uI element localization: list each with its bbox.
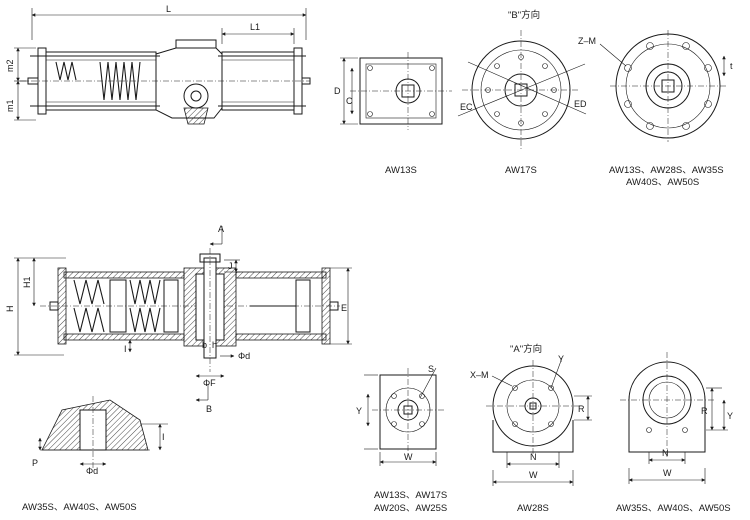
direction-a-label: "A"方向 — [510, 343, 542, 355]
dim-m1-label: m1 — [5, 99, 15, 112]
caption-aw28s: AW28S — [517, 503, 549, 514]
caption-multi-flange-line1: AW13S、AW28S、AW35S — [609, 165, 724, 176]
aw17s-flange-view: "B"方向 EC ED AW17S — [457, 9, 587, 176]
rf-dim-N-label: N — [662, 448, 669, 458]
multi-flange-view: Z–M t AW13S、AW28S、AW35S AW40S、AW50S — [578, 30, 733, 188]
dim-L-label: L — [166, 4, 171, 14]
rf-dim-W-label: W — [663, 468, 672, 478]
aw28s-flange-view: "A"方向 X–M Y R N W AW28S — [470, 343, 592, 514]
dim-H1-label: H1 — [22, 276, 32, 288]
caption-square-flange-line2: AW20S、AW25S — [374, 503, 447, 514]
dim-C-label: C — [346, 96, 353, 106]
sq-dim-Y-label: Y — [356, 406, 362, 416]
dim-EC-label: EC — [460, 102, 473, 112]
dim-I-label: I — [124, 344, 127, 354]
caption-round-flange: AW35S、AW40S、AW50S — [616, 503, 731, 514]
sq-dim-S-label: S — [428, 364, 434, 374]
dim-b-label: b — [202, 340, 207, 350]
direction-b-label: "B"方向 — [508, 9, 540, 21]
dim-phiF-label: ΦF — [203, 378, 216, 388]
aw28-dim-W-label: W — [529, 470, 538, 480]
rf-dim-R-label: R — [701, 406, 708, 416]
caption-square-flange-line1: AW13S、AW17S — [374, 490, 447, 501]
actuator-top-view: L L1 m — [5, 4, 311, 125]
aw28-dim-Y-label: Y — [558, 354, 564, 364]
dim-ZM-label: Z–M — [578, 36, 596, 46]
square-flange-view: S Y W AW13S、AW17S AW20S、AW25S — [356, 364, 447, 514]
caption-multi-flange-line2: AW40S、AW50S — [626, 177, 699, 188]
dim-H-label: H — [5, 306, 15, 313]
caption-aw17s: AW17S — [505, 165, 537, 176]
dim-ED-label: ED — [574, 99, 587, 109]
detail-dim-P-label: P — [32, 458, 38, 468]
dim-J-label: J — [228, 261, 233, 271]
section-B-label: B — [206, 404, 212, 414]
aw13s-flange-view: D C AW13S — [334, 52, 452, 176]
section-A-label: A — [218, 224, 224, 234]
sq-dim-W-label: W — [404, 452, 413, 462]
dim-D-label: D — [334, 86, 341, 96]
dim-phid-label: Φd — [238, 351, 250, 361]
dim-L1-label: L1 — [250, 22, 260, 32]
aw28-dim-R-label: R — [578, 404, 585, 414]
caption-detail: AW35S、AW40S、AW50S — [22, 502, 137, 513]
aw28-dim-N-label: N — [530, 452, 537, 462]
dim-h-label: h — [212, 340, 217, 350]
dim-E-label: E — [341, 303, 347, 313]
aw28-dim-XM-label: X–M — [470, 370, 489, 380]
caption-aw13s: AW13S — [385, 165, 417, 176]
rf-dim-Y-label: Y — [727, 411, 733, 421]
actuator-section-view: A H H1 J — [5, 224, 352, 414]
dim-m2-label: m2 — [5, 59, 15, 72]
dim-t-label: t — [730, 61, 733, 71]
detail-dim-phid-label: Φd — [86, 466, 98, 476]
round-flange-view: R Y N W AW35S、AW40S、AW50S — [616, 352, 733, 514]
detail-dim-I-label: I — [162, 432, 165, 442]
shaft-detail-view: I P Φd AW35S、AW40S、AW50S — [22, 396, 168, 513]
